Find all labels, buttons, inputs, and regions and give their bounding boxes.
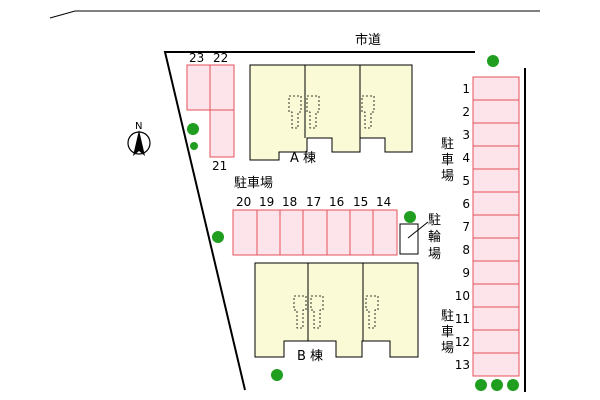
parking-space <box>472 329 520 354</box>
building-b: B 棟 <box>254 262 419 364</box>
parking-row-outline <box>232 209 398 256</box>
parking-space <box>472 145 520 170</box>
bicycle-parking-label-char: 輪 <box>428 229 441 245</box>
parking-number: 19 <box>259 195 274 209</box>
stair-dashed <box>288 95 302 129</box>
tree-icon <box>271 369 283 381</box>
parking-label-char: 場 <box>441 341 454 356</box>
parking-label-char: 車 <box>441 325 454 340</box>
parking-right-label-top: 駐 車 場 <box>441 137 454 184</box>
parking-middle-label: 駐車場 <box>234 176 273 191</box>
parking-label-char: 駐 <box>441 309 454 324</box>
parking-space <box>209 109 235 158</box>
compass-north-icon: N <box>127 121 151 156</box>
bicycle-parking-box <box>399 223 419 255</box>
parking-number: 10 <box>455 289 470 303</box>
stair-dashed <box>293 295 307 329</box>
parking-space <box>472 306 520 331</box>
parking-space <box>186 64 211 111</box>
parking-number: 5 <box>462 174 470 188</box>
parking-number: 20 <box>236 195 251 209</box>
road-edge-line <box>49 10 540 19</box>
parking-number: 3 <box>462 128 470 142</box>
parking-space <box>472 191 520 216</box>
tree-icon <box>507 379 519 391</box>
bicycle-parking-label-char: 駐 <box>428 213 441 228</box>
tree-icon <box>187 123 199 135</box>
parking-number: 23 <box>189 51 204 65</box>
building-a-outline <box>249 64 413 161</box>
parking-label-char: 車 <box>441 153 454 168</box>
parking-number: 4 <box>462 151 470 165</box>
parking-space <box>472 214 520 239</box>
building-b-label: B 棟 <box>297 349 323 364</box>
parking-number: 15 <box>353 195 368 209</box>
parking-number: 7 <box>462 220 470 234</box>
parking-number: 21 <box>212 159 227 173</box>
parking-space <box>472 237 520 262</box>
parking-number: 17 <box>306 195 321 209</box>
stair-dashed <box>310 295 324 329</box>
tree-icon <box>212 231 224 243</box>
parking-label-char: 場 <box>441 169 454 184</box>
parking-number: 12 <box>455 335 470 349</box>
stair-dashed <box>361 95 375 129</box>
stair-dashed <box>365 295 379 329</box>
building-b-outline <box>254 262 419 358</box>
parking-number: 1 <box>462 82 470 96</box>
stair-dashed <box>306 95 320 129</box>
parking-space <box>472 168 520 193</box>
parking-number: 11 <box>455 312 470 326</box>
parking-middle-row: 20 19 18 17 16 15 14 <box>232 195 398 256</box>
parking-number: 16 <box>329 195 344 209</box>
road-label: 市道 <box>355 32 381 48</box>
tree-icon <box>475 379 487 391</box>
tree-icon <box>491 379 503 391</box>
parking-number: 8 <box>462 243 470 257</box>
site-boundary <box>163 51 475 391</box>
parking-space <box>472 122 520 147</box>
parking-number: 9 <box>462 266 470 280</box>
parking-right-label-bottom: 駐 車 場 <box>441 309 454 356</box>
parking-top-left: 23 22 21 <box>186 51 235 173</box>
trees <box>187 55 519 391</box>
parking-number: 6 <box>462 197 470 211</box>
parking-right-column: 1 2 3 4 5 6 7 8 9 10 11 12 13 <box>455 76 520 377</box>
tree-icon <box>190 142 198 150</box>
bicycle-parking: 駐 輪 場 <box>399 213 441 262</box>
parking-number: 13 <box>455 358 470 372</box>
building-a: A 棟 <box>249 64 413 166</box>
parking-space <box>472 99 520 124</box>
parking-number: 14 <box>376 195 391 209</box>
parking-space <box>472 352 520 377</box>
parking-number: 18 <box>282 195 297 209</box>
building-a-label: A 棟 <box>290 151 316 166</box>
bicycle-parking-label-char: 場 <box>428 247 441 262</box>
parking-space <box>209 64 235 111</box>
parking-number: 2 <box>462 105 470 119</box>
parking-number: 22 <box>213 51 228 65</box>
parking-space <box>472 260 520 285</box>
parking-space <box>472 76 520 101</box>
compass-label: N <box>135 121 142 132</box>
parking-space <box>472 283 520 308</box>
tree-icon <box>404 211 416 223</box>
parking-label-char: 駐 <box>441 137 454 152</box>
tree-icon <box>487 55 499 67</box>
